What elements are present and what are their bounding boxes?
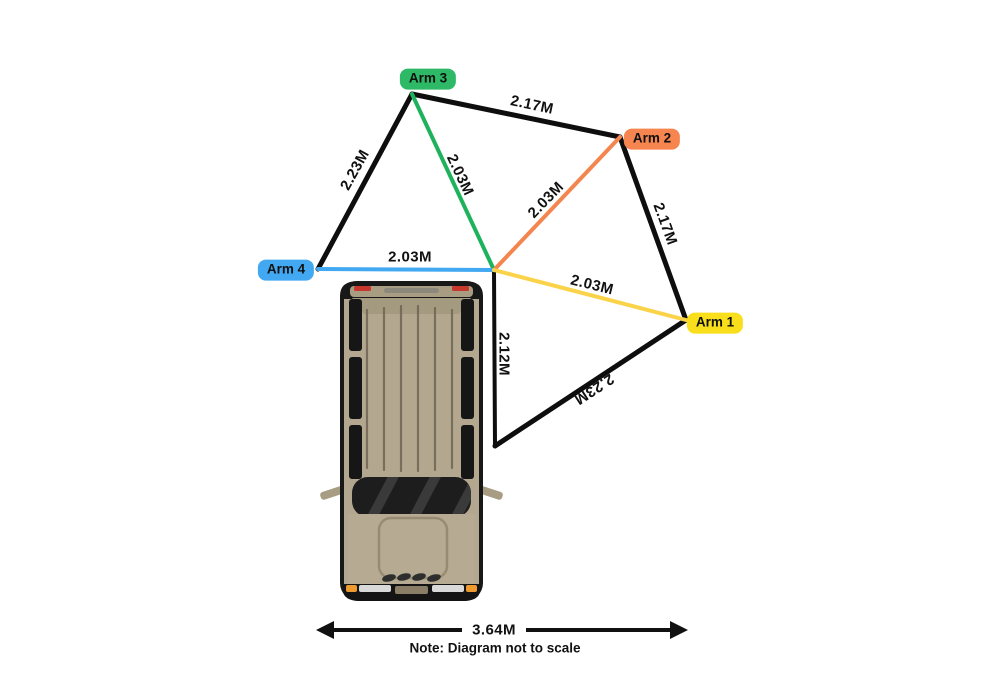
rear-trim bbox=[384, 288, 439, 293]
taillight-left bbox=[354, 286, 371, 291]
measurement-spoke-arm4: 2.03M bbox=[388, 248, 432, 266]
indicator-left bbox=[346, 585, 357, 592]
headlight-left bbox=[359, 585, 391, 592]
arm-2-label: Arm 2 bbox=[623, 128, 681, 150]
spoke-arm3-line bbox=[410, 92, 496, 272]
taillight-right bbox=[452, 286, 469, 291]
arm-3-label: Arm 3 bbox=[399, 68, 457, 90]
edge-rear-arm1 bbox=[492, 317, 689, 449]
headlight-right bbox=[432, 585, 464, 592]
arrowhead-left bbox=[316, 621, 334, 639]
note-text: Note: Diagram not to scale bbox=[409, 640, 581, 656]
measurement-vertical-drop: 2.12M bbox=[495, 332, 513, 376]
edge-arm2-arm1 bbox=[617, 134, 689, 323]
side-windows bbox=[349, 299, 474, 479]
spoke-arm4-line bbox=[316, 267, 496, 272]
indicator-right bbox=[466, 585, 477, 592]
vehicle-length-label: 3.64M bbox=[466, 621, 522, 639]
roof-shade bbox=[352, 298, 471, 314]
vertical-drop-line bbox=[492, 269, 497, 448]
arrowhead-right bbox=[670, 621, 688, 639]
awning-frame bbox=[315, 91, 689, 449]
roof-ribs bbox=[365, 304, 454, 473]
hood-vents bbox=[382, 573, 441, 582]
front-grille bbox=[395, 586, 428, 594]
spoke-arm1-line bbox=[492, 268, 688, 322]
vehicle-top-view bbox=[320, 281, 503, 601]
spoke-arm2-line bbox=[492, 135, 622, 272]
edge-arm3-arm2 bbox=[409, 91, 623, 140]
edge-arm4-arm3 bbox=[315, 91, 415, 272]
arm-1-label: Arm 1 bbox=[686, 312, 744, 334]
arm-4-label: Arm 4 bbox=[257, 259, 315, 281]
length-arrow bbox=[316, 621, 688, 639]
hood-scoop bbox=[377, 516, 449, 580]
